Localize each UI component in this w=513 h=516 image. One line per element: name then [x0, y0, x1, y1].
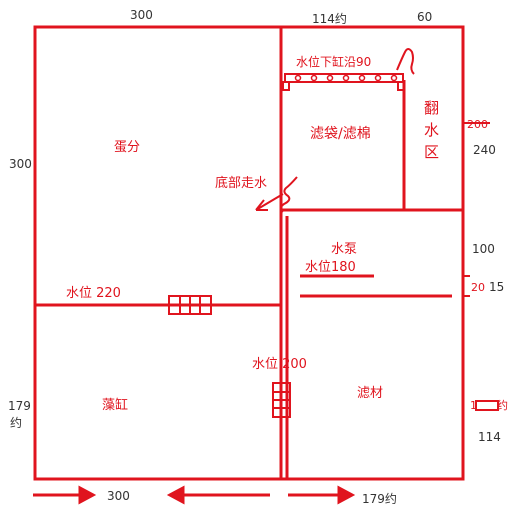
label-filter-media: 滤材 [357, 386, 383, 401]
rail-hole [342, 74, 350, 82]
label-flip-area-3: 区 [424, 143, 439, 161]
left-grille [168, 295, 212, 315]
bottom-flow-arrow-2 [166, 485, 270, 505]
label-bottom-drain: 底部走水 [215, 175, 267, 191]
rail-hole [374, 74, 382, 82]
label-return-pump: 水泵 [331, 242, 357, 257]
bottom-flow-arrow-1 [33, 485, 97, 505]
rail-hole [294, 74, 302, 82]
label-overflow-level: 水位下缸沿90 [296, 54, 371, 69]
label-flip-area-1: 翻 [424, 99, 439, 117]
dim-right-100: 100 [472, 242, 495, 256]
bottom-flow-arrow-3 [288, 485, 356, 505]
vertical-grille [272, 382, 291, 418]
dim-right-15: 15 [489, 280, 504, 294]
right-marker-box [475, 400, 499, 411]
bottom-drain-arrow [255, 193, 284, 211]
rail-hole [310, 74, 318, 82]
dim-left-bottom-suffix: 约 [10, 415, 22, 430]
dim-right-240: 240 [473, 143, 496, 157]
label-partition-20: 20 [471, 281, 485, 294]
outer-tank-wall [33, 25, 465, 481]
label-partition-200: 200 [467, 118, 488, 131]
dim-top-left: 300 [130, 8, 153, 22]
label-water-level-220: 水位 220 [66, 286, 121, 301]
rail-bracket-left [282, 81, 290, 91]
label-side-yue: 约 [497, 399, 508, 412]
label-side-1: 1 [470, 399, 477, 412]
dim-left-bottom-value: 179 [8, 399, 31, 413]
overflow-wave-icon [396, 48, 415, 75]
filter-bag-holes [294, 74, 398, 82]
dim-left-top: 300 [9, 157, 32, 171]
filter-bag-rail [284, 73, 404, 83]
dim-bottom-right: 179约 [362, 491, 397, 506]
label-algae-tank: 藻缸 [102, 397, 128, 413]
dim-right-114: 114 [478, 430, 501, 444]
bottom-drain-squiggle [279, 176, 298, 213]
rail-hole [358, 74, 366, 82]
dim-top-middle: 114约 [312, 11, 347, 26]
dim-top-right: 60 [417, 10, 432, 24]
label-protein-skimmer: 蛋分 [114, 140, 140, 155]
rail-hole [326, 74, 334, 82]
rail-hole [390, 74, 398, 82]
label-water-level-180: 水位180 [305, 260, 356, 275]
label-flip-area-2: 水 [424, 121, 439, 139]
rail-bracket-right [397, 81, 405, 91]
dim-bottom-left: 300 [107, 489, 130, 503]
label-water-level-200: 水位 200 [252, 357, 307, 372]
label-filter-bag: 滤袋/滤棉 [310, 125, 371, 142]
